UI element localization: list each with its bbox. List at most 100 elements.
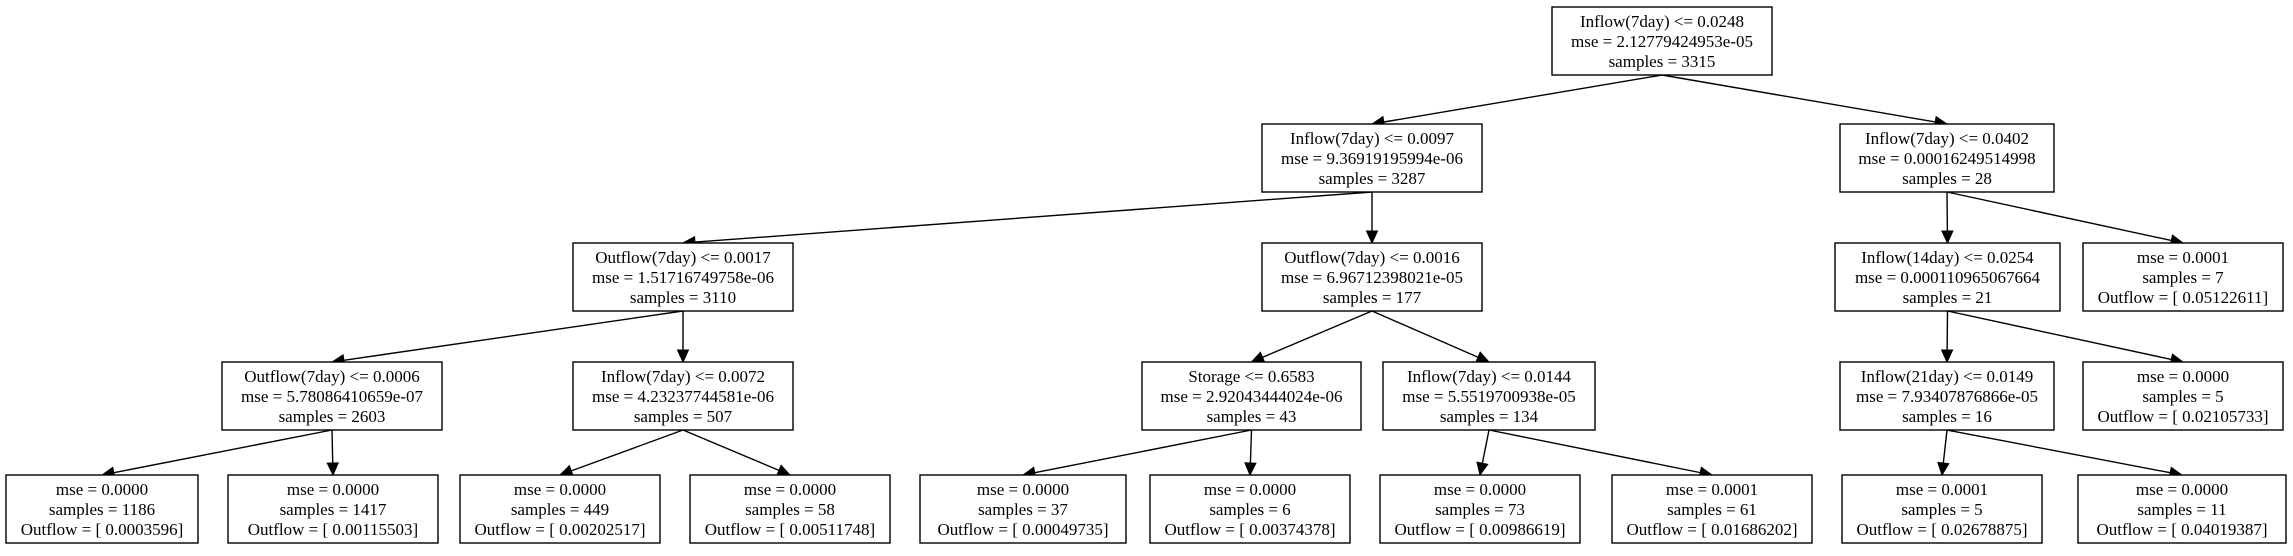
tree-edge-n10-n19 [1476,429,1490,477]
node-box [919,474,1127,544]
edge-line [1661,74,1936,123]
node-label-line: samples = 16 [1902,407,1992,426]
node-box [1141,361,1362,431]
tree-edge-n9-n18 [1244,429,1257,477]
tree-edge-n2-n6 [1946,191,2185,247]
arrowhead-icon [776,464,792,476]
node-box [1261,242,1483,312]
node-label-line: samples = 7 [2142,268,2224,287]
edge-line [1946,429,2171,474]
node-label-line: mse = 0.0000 [56,480,148,499]
tree-edge-n0-n1 [1370,74,1663,129]
edge-line [571,429,684,472]
tree-edge-n7-n13 [100,429,333,479]
node-label-line: samples = 5 [1901,500,1982,519]
tree-edge-n2-n5 [1941,191,1954,245]
node-label-line: Outflow(7day) <= 0.0017 [595,248,771,267]
node-box [1839,361,2055,431]
node-label-line: mse = 0.0000 [1204,480,1296,499]
node-label-line: Inflow(7day) <= 0.0072 [601,367,765,386]
node-box [1149,474,1351,544]
node-box [1261,123,1483,193]
edge-line [1262,310,1373,358]
node-label-line: samples = 61 [1667,500,1757,519]
node-label-line: samples = 6 [1209,500,1290,519]
node-label-line: samples = 3110 [630,288,736,307]
node-label-line: samples = 28 [1902,169,1992,188]
node-label-line: samples = 507 [634,407,733,426]
node-label-line: mse = 0.0000 [2137,367,2229,386]
node-box [2082,361,2284,431]
node-label-line: mse = 5.5519700938e-05 [1402,387,1575,406]
edge-line [331,429,334,464]
tree-edge-n8-n16 [682,429,792,476]
tree-edge-n3-n8 [676,311,690,364]
node-label-line: mse = 9.36919195994e-06 [1281,149,1463,168]
node-label-line: Outflow = [ 0.00202517] [474,520,645,539]
node-label-line: mse = 0.0001 [1896,480,1988,499]
node-label-line: Storage <= 0.6583 [1188,367,1314,386]
node-label-line: Outflow = [ 0.02678875] [1856,520,2027,539]
node-label-line: Outflow = [ 0.00986619] [1394,520,1565,539]
node-label-line: mse = 1.51716749758e-06 [592,268,774,287]
node-label-line: mse = 0.0000 [744,480,836,499]
tree-edge-n9-n17 [1021,429,1252,479]
node-box [227,474,439,544]
node-label-line: samples = 21 [1903,288,1993,307]
edge-line [1947,310,2172,361]
node-box [2077,474,2287,544]
node-box [1382,361,1596,431]
node-box [1611,474,1813,544]
node-label-line: Outflow = [ 0.00115503] [248,520,418,539]
tree-edge-n4-n10 [1371,310,1491,363]
arrowhead-icon [1475,351,1491,363]
tree-edge-n1-n4 [1365,192,1379,245]
node-label-line: Inflow(7day) <= 0.0144 [1407,367,1572,386]
node-label-line: Inflow(21day) <= 0.0149 [1861,367,2034,386]
node-label-line: samples = 37 [978,500,1068,519]
node-label-line: mse = 6.96712398021e-05 [1281,268,1463,287]
node-box [1841,474,2043,544]
edge-line [694,191,1373,243]
node-label-line: Inflow(7day) <= 0.0248 [1580,12,1744,31]
node-label-line: Outflow = [ 0.01686202] [1626,520,1797,539]
node-box [2082,242,2284,312]
tree-edge-n0-n2 [1661,74,1949,129]
edge-line [1383,74,1663,123]
node-label-line: mse = 5.78086410659e-07 [241,387,423,406]
arrowhead-icon [1941,230,1954,245]
arrowhead-icon [326,462,339,477]
node-label-line: mse = 4.23237744581e-06 [592,387,774,406]
node-label-line: samples = 1417 [280,500,387,519]
edge-line [1481,429,1490,464]
arrowhead-icon [1937,461,1950,477]
node-label-line: samples = 3315 [1609,52,1716,71]
node-label-line: mse = 0.000110965067664 [1855,268,2041,287]
arrowhead-icon [676,349,690,364]
tree-edge-n5-n11 [1940,310,1954,364]
node-label-line: mse = 0.0000 [2136,480,2228,499]
node-label-line: Inflow(7day) <= 0.0097 [1290,129,1455,148]
tree-edge-n8-n15 [558,429,684,477]
edge-line [113,429,333,474]
node-label-line: mse = 0.0000 [514,480,606,499]
edge-line [1371,310,1479,358]
tree-edge-n5-n12 [1947,310,2185,366]
node-label-line: Outflow = [ 0.00511748] [705,520,875,539]
node-label-line: mse = 7.93407876866e-05 [1856,387,2038,406]
tree-edge-n3-n7 [330,310,684,367]
